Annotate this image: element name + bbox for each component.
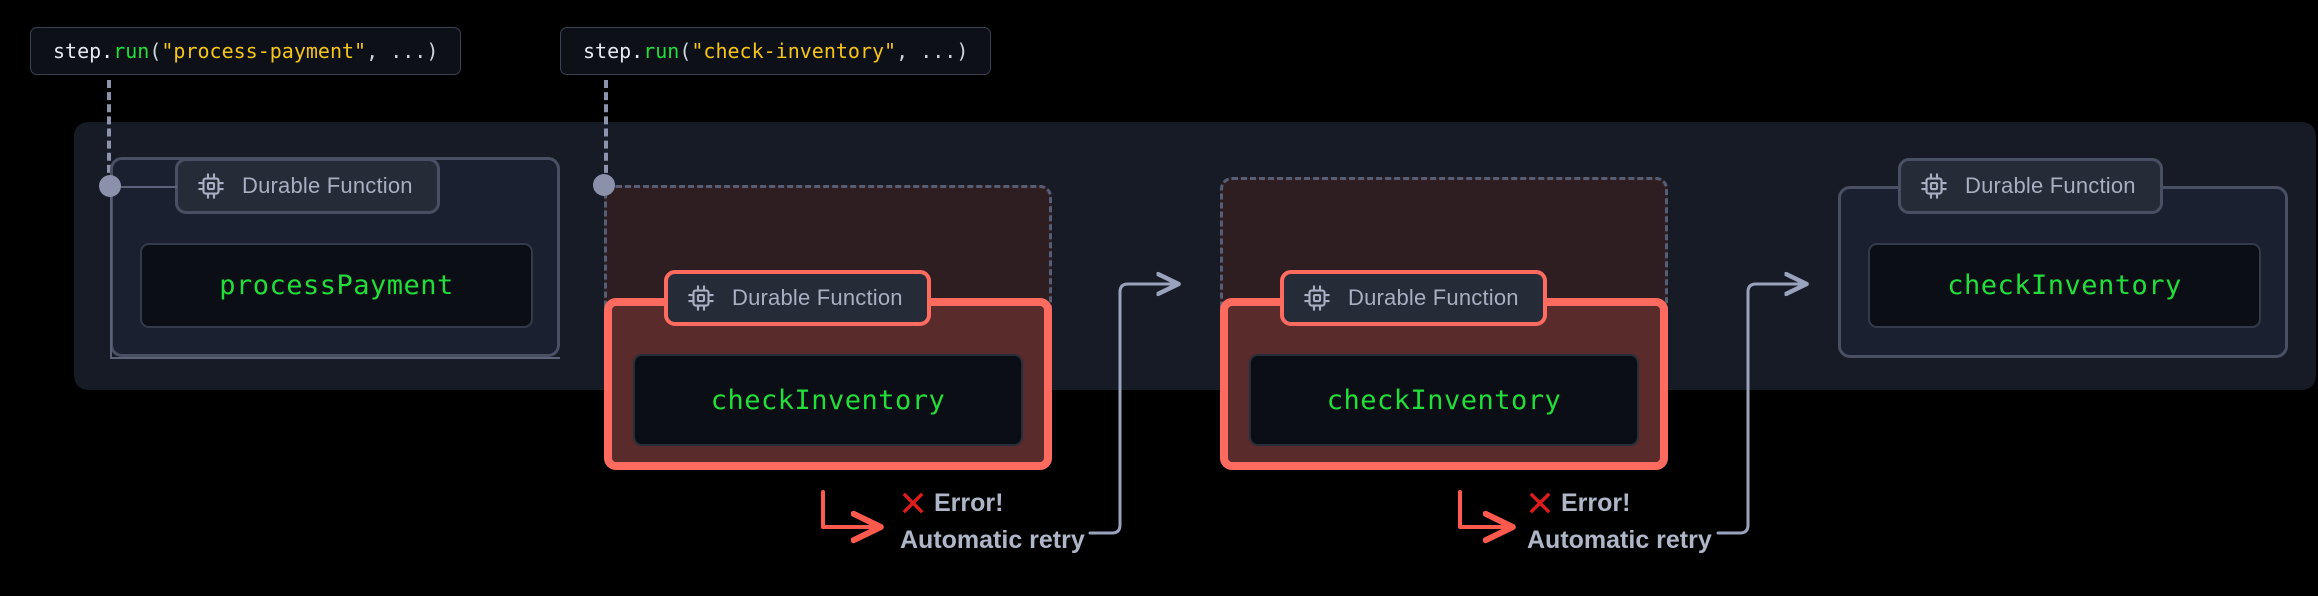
red-x-icon — [1529, 492, 1551, 514]
step-attempt-2-badge: Durable Function — [1280, 270, 1547, 326]
error-1-line: Error! — [900, 490, 1085, 516]
error-1-label: Error! — [934, 488, 1004, 517]
step-process-payment-function-name: processPayment — [219, 270, 454, 301]
error-2-line: Error! — [1527, 490, 1712, 516]
callout-2-method: run — [643, 39, 680, 63]
step-1-connector-horizontal — [110, 186, 177, 188]
callout-1-open-paren: ( — [149, 39, 162, 63]
step-process-payment-badge: Durable Function — [175, 158, 440, 214]
callout-2-open-paren: ( — [679, 39, 692, 63]
callout-2-connector-line — [604, 80, 608, 185]
callout-1-arg: "process-payment" — [161, 39, 367, 63]
error-annotation-1: Error! Automatic retry — [900, 490, 1085, 553]
step-attempt-1-badge: Durable Function — [664, 270, 931, 326]
callout-1-dot: . — [101, 39, 114, 63]
step-attempt-2-code-card: checkInventory — [1249, 354, 1639, 446]
error-annotation-2: Error! Automatic retry — [1527, 490, 1712, 553]
step-2-connector-dot — [593, 174, 615, 196]
callout-1-connector-line — [107, 80, 111, 185]
step-check-inventory-success-code-card: checkInventory — [1868, 243, 2261, 328]
step-attempt-1-code-card: checkInventory — [633, 354, 1023, 446]
callout-2-object: step — [583, 39, 632, 63]
error-2-label: Error! — [1561, 488, 1631, 517]
callout-1-method: run — [113, 39, 150, 63]
callout-2-close-paren: ) — [956, 39, 969, 63]
error-2-arrow — [1458, 490, 1512, 527]
callout-check-inventory: step.run("check-inventory", ...) — [560, 27, 992, 75]
error-1-sublabel: Automatic retry — [900, 526, 1085, 554]
step-check-inventory-success-badge: Durable Function — [1898, 158, 2163, 214]
step-attempt-2-badge-label: Durable Function — [1348, 285, 1519, 310]
step-process-payment-code-card: processPayment — [140, 243, 533, 328]
cpu-chip-icon — [1921, 173, 1947, 199]
callout-2-comma: , — [896, 39, 921, 63]
step-1-connector-dot — [99, 175, 121, 197]
cpu-chip-icon — [688, 285, 714, 311]
step-attempt-1-function-name: checkInventory — [710, 384, 946, 416]
callout-2-dot: . — [631, 39, 644, 63]
error-2-sublabel: Automatic retry — [1527, 526, 1712, 554]
step-check-inventory-success-function-name: checkInventory — [1947, 270, 2182, 301]
callout-1-object: step — [53, 39, 102, 63]
step-process-payment-badge-label: Durable Function — [242, 173, 413, 198]
callout-1-comma: , — [366, 39, 391, 63]
step-check-inventory-success-badge-label: Durable Function — [1965, 173, 2136, 198]
cpu-chip-icon — [1304, 285, 1330, 311]
step-1-connector-bottom — [110, 357, 560, 359]
error-1-arrow — [821, 490, 880, 527]
callout-process-payment: step.run("process-payment", ...) — [30, 27, 462, 75]
step-1-connector-vertical — [110, 186, 112, 357]
cpu-chip-icon — [198, 173, 224, 199]
red-x-icon — [902, 492, 924, 514]
callout-2-ellipsis: ... — [920, 39, 957, 63]
callout-1-close-paren: ) — [426, 39, 439, 63]
step-attempt-2-function-name: checkInventory — [1326, 384, 1562, 416]
callout-2-arg: "check-inventory" — [691, 39, 897, 63]
step-attempt-1-badge-label: Durable Function — [732, 285, 903, 310]
callout-1-ellipsis: ... — [390, 39, 427, 63]
